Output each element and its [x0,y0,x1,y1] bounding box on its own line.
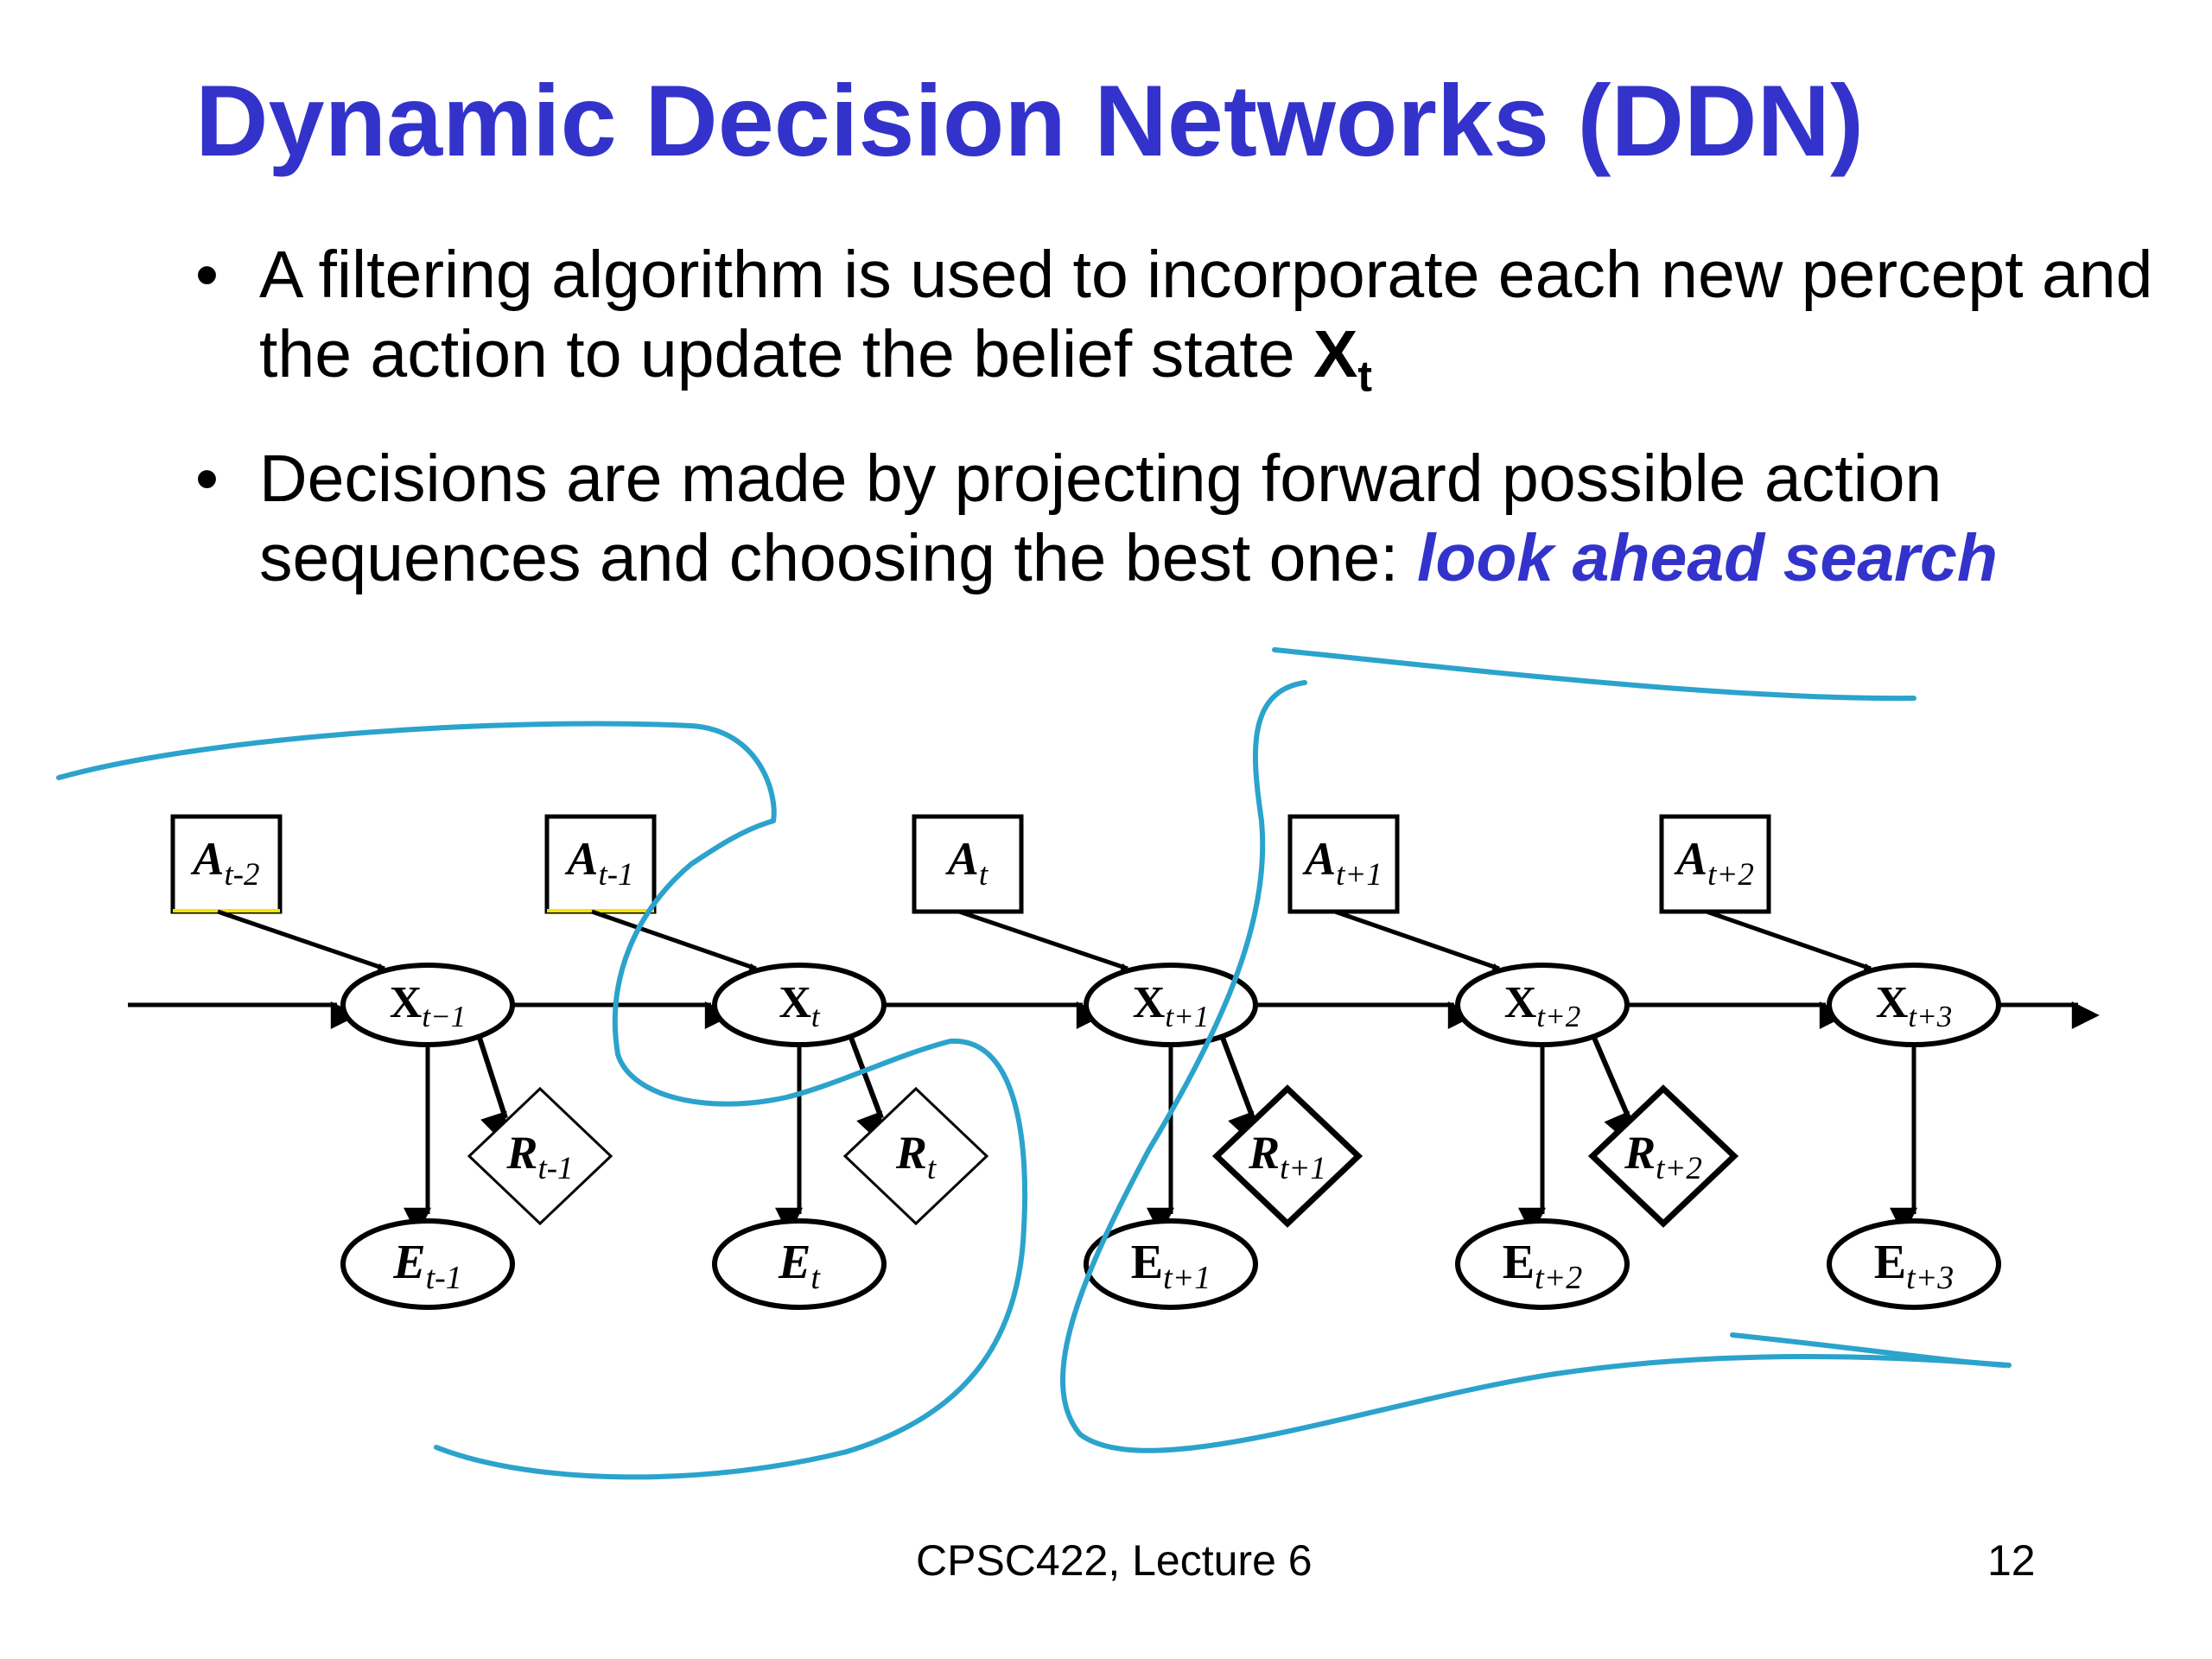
action-arrow [1706,909,1888,990]
action-arrow [591,909,773,990]
symbol-subscript: t [1357,352,1373,401]
slide-title: Dynamic Decision Networks (DDN) [195,64,1864,177]
action-arrow [1334,909,1516,990]
reward-node [1211,1084,1363,1228]
evidence-label: Et+3 [1874,1236,1955,1296]
footer-page-number: 12 [1987,1536,2036,1585]
action-label: At+1 [1302,833,1382,893]
reward-arrow [849,1036,884,1142]
state-label: Xt [779,978,821,1033]
evidence-label: Et [778,1236,821,1296]
action-label: At-2 [190,833,259,893]
evidence-label: Et+2 [1503,1236,1583,1296]
reward-node [467,1086,613,1226]
reward-node [842,1086,989,1226]
state-label: Xt+1 [1133,978,1209,1033]
bullet-decisions: • Decisions are made by projecting forwa… [195,439,2195,598]
action-node [1287,814,1400,914]
reward-arrow [1592,1036,1631,1142]
evidence-label: Et-1 [392,1236,462,1296]
action-label: At-1 [564,833,633,893]
belief-state-symbol: Xt [1313,317,1372,400]
state-label: Xt+2 [1504,978,1580,1033]
footer-course: CPSC422, Lecture 6 [916,1536,1313,1585]
reward-label: Rt+1 [1248,1127,1326,1186]
evidence-node [1084,1218,1258,1310]
reward-label: Rt [895,1127,938,1186]
annotation-stroke [1060,680,2012,1453]
action-label: At+2 [1674,833,1754,893]
action-arrow [958,909,1145,990]
symbol-letter: X [1313,317,1358,391]
annotation-stroke [1730,1332,2007,1368]
emphasis-text: look ahead search [1416,521,1998,595]
evidence-node [1827,1218,2001,1310]
bullet-text: Decisions are made by projecting forward… [259,442,1942,595]
evidence-node [712,1218,887,1310]
action-node [1659,814,1771,914]
reward-label: Rt-1 [505,1127,573,1186]
action-label: At [945,833,989,893]
annotation-stroke [1272,647,1916,702]
reward-arrow [477,1037,508,1142]
bullet-marker: • [195,442,219,516]
bullet-filtering: • A filtering algorithm is used to incor… [195,235,2195,416]
reward-node [1587,1084,1739,1228]
bullet-text: A filtering algorithm is used to incorpo… [259,238,2153,391]
bullet-marker: • [195,238,219,312]
evidence-node [1455,1218,1630,1310]
reward-label: Rt+2 [1624,1127,1702,1186]
evidence-label: Et+1 [1131,1236,1211,1296]
action-node [912,814,1024,914]
action-arrow [217,909,402,990]
annotation-stroke [56,721,1028,1480]
reward-arrow [1220,1036,1255,1142]
state-label: Xt−1 [390,978,466,1033]
evidence-node [340,1218,515,1310]
state-label: Xt+3 [1876,978,1952,1033]
